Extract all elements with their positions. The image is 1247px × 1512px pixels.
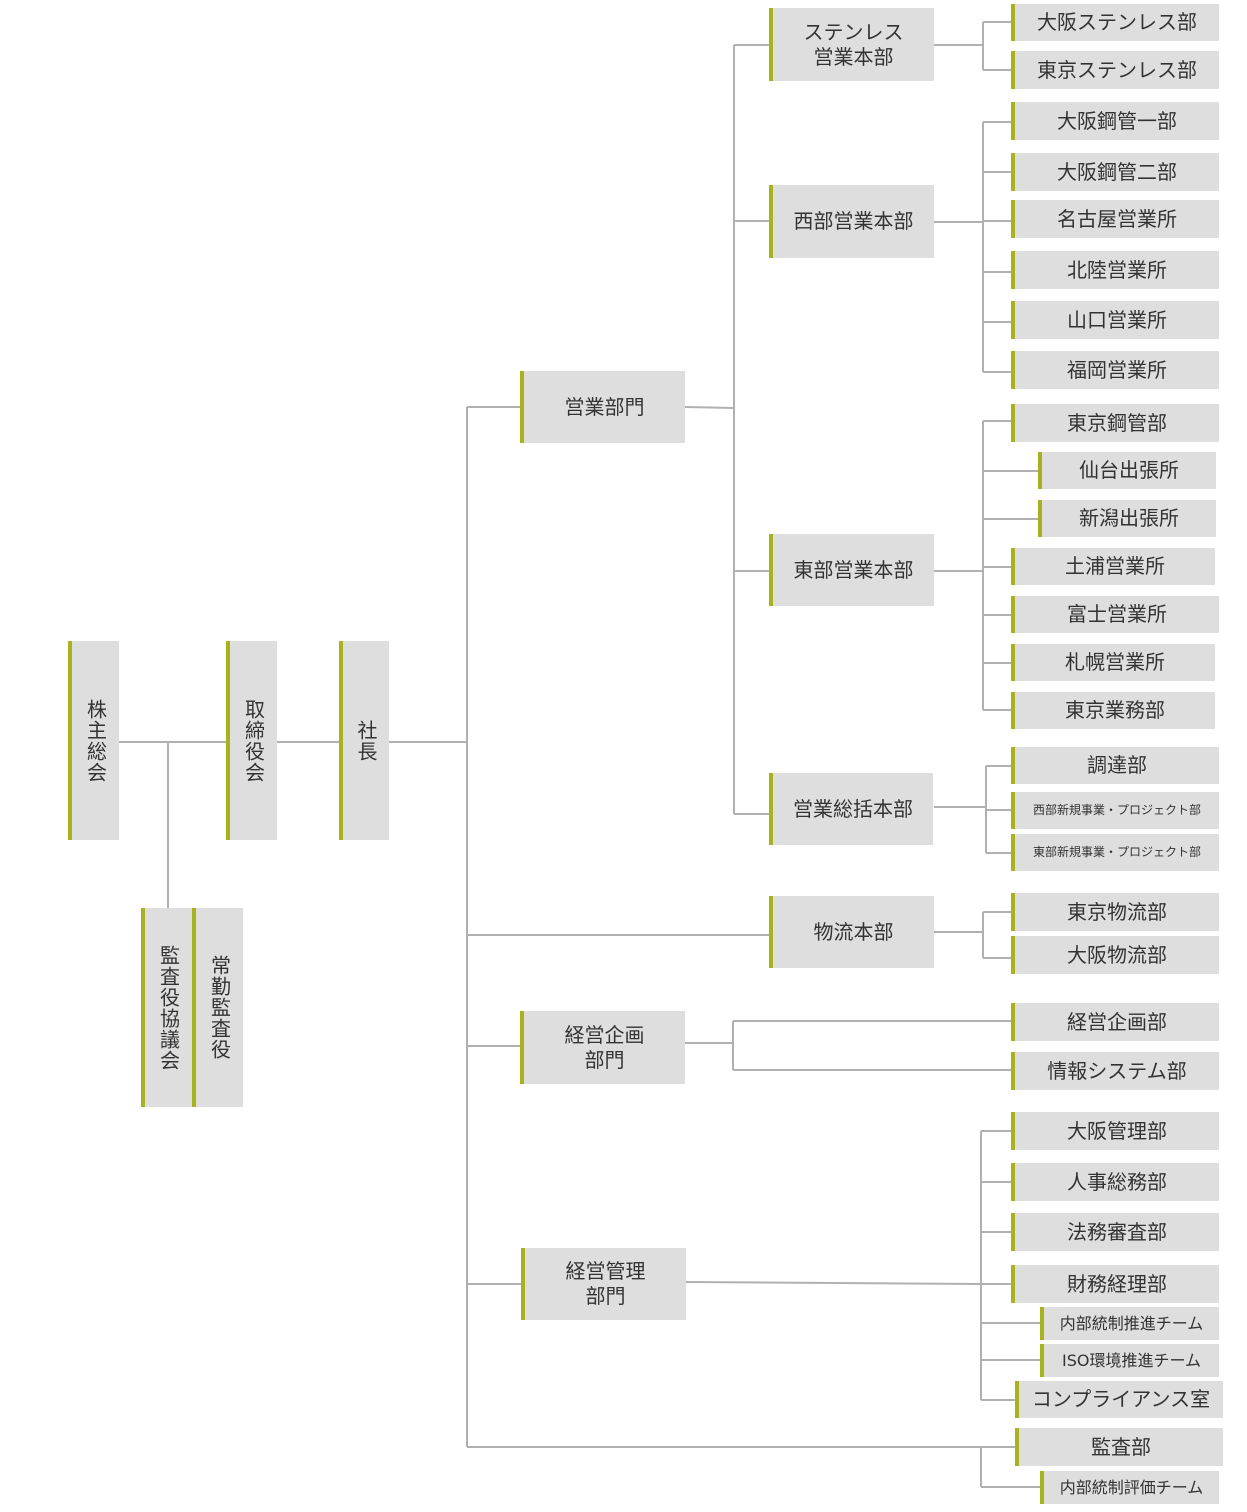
osaka-pipe1-dept: 大阪鋼管一部 [1011,102,1219,140]
iso-label: ISO環境推進チーム [1062,1350,1201,1370]
auditors-council-label: 監査役協議会 [156,944,181,1071]
board-of-directors-box: 取締役会 [226,641,277,840]
board-of-directors-label: 取締役会 [241,698,266,783]
osaka-stainless-dept: 大阪ステンレス部 [1011,4,1219,41]
internal-eval-team: 内部統制評価チーム [1040,1471,1219,1504]
audit-label: 監査部 [1091,1434,1151,1459]
tsuchiura-office: 土浦営業所 [1011,548,1215,585]
standing-auditor-label: 常勤監査役 [207,955,232,1060]
niigata-label: 新潟出張所 [1079,506,1179,530]
planning-dept: 経営企画部 [1011,1003,1219,1041]
osaka-admin-label: 大阪管理部 [1067,1118,1167,1143]
east-hq-box: 東部営業本部 [769,534,934,606]
compliance-label: コンプライアンス室 [1031,1387,1211,1411]
finance-label: 財務経理部 [1067,1271,1167,1296]
tokyo-pipe-label: 東京鋼管部 [1067,410,1167,435]
hokuriku-label: 北陸営業所 [1067,257,1167,282]
shareholders-meeting-box: 株主総会 [68,641,119,840]
internal-control-team: 内部統制推進チーム [1040,1307,1219,1340]
audit-dept: 監査部 [1015,1428,1223,1466]
general-hq-box: 営業総括本部 [769,773,933,845]
niigata-branch: 新潟出張所 [1038,500,1216,537]
tokyo-pipe-dept: 東京鋼管部 [1011,404,1219,442]
legal-label: 法務審査部 [1067,1219,1167,1244]
osaka-pipe2-dept: 大阪鋼管二部 [1011,153,1219,191]
osaka-pipe1-label: 大阪鋼管一部 [1057,108,1177,133]
connector-sales-hq-stub [684,406,735,409]
west-hq-box: 西部営業本部 [769,185,934,258]
shareholders-meeting-label: 株主総会 [83,698,108,783]
yamaguchi-label: 山口営業所 [1067,307,1167,332]
fuji-office: 富士営業所 [1011,596,1219,633]
west-project-label: 西部新規事業・プロジェクト部 [1032,803,1201,817]
osaka-logistics-dept: 大阪物流部 [1011,936,1219,974]
connector-management-stub [685,1281,982,1285]
sales-division-label: 営業部門 [564,394,645,419]
osaka-admin-dept: 大阪管理部 [1011,1112,1219,1150]
tokyo-logistics-label: 東京物流部 [1067,899,1167,924]
connector-group [118,21,1041,1488]
osaka-logistics-label: 大阪物流部 [1067,942,1167,967]
internal-eval-label: 内部統制評価チーム [1059,1477,1204,1497]
tokyo-logistics-dept: 東京物流部 [1011,893,1219,931]
standing-auditor-box: 常勤監査役 [192,908,243,1107]
internal-control-label: 内部統制推進チーム [1059,1313,1204,1333]
fukuoka-office: 福岡営業所 [1011,351,1219,389]
president-label: 社長 [354,719,378,762]
hr-general-label: 人事総務部 [1067,1169,1167,1194]
sales-division-box: 営業部門 [520,371,685,443]
fukuoka-label: 福岡営業所 [1067,357,1167,382]
tsuchiura-label: 土浦営業所 [1065,554,1165,578]
osaka-stainless-label: 大阪ステンレス部 [1037,10,1197,34]
hokuriku-office: 北陸営業所 [1011,251,1219,289]
auditors-council-box: 監査役協議会 [141,908,192,1107]
east-hq-label: 東部営業本部 [793,557,914,582]
west-project-dept: 西部新規事業・プロジェクト部 [1011,792,1219,829]
planning-dept-label: 経営企画部 [1067,1009,1167,1034]
general-hq-label: 営業総括本部 [793,796,913,821]
finance-dept: 財務経理部 [1011,1265,1219,1303]
west-hq-label: 西部営業本部 [793,209,914,233]
fuji-label: 富士営業所 [1067,602,1167,626]
nagoya-office: 名古屋営業所 [1011,200,1219,238]
info-systems-dept: 情報システム部 [1011,1052,1219,1090]
yamaguchi-office: 山口営業所 [1011,301,1219,339]
east-project-dept: 東部新規事業・プロジェクト部 [1011,834,1219,871]
logistics-hq-label: 物流本部 [813,919,894,944]
info-systems-label: 情報システム部 [1047,1058,1187,1083]
compliance-office: コンプライアンス室 [1015,1381,1223,1418]
osaka-pipe2-label: 大阪鋼管二部 [1057,159,1177,184]
sapporo-office: 札幌営業所 [1011,644,1215,681]
stainless-hq-box: ステンレス 営業本部 [769,8,934,81]
east-project-label: 東部新規事業・プロジェクト部 [1032,845,1201,859]
legal-dept: 法務審査部 [1011,1213,1219,1251]
management-division-label: 経営管理 部門 [565,1259,646,1308]
iso-team: ISO環境推進チーム [1040,1344,1219,1377]
tokyo-business-dept: 東京業務部 [1011,692,1215,729]
logistics-hq-box: 物流本部 [769,896,934,968]
planning-division-box: 経営企画 部門 [520,1011,685,1084]
nagoya-label: 名古屋営業所 [1057,206,1177,231]
sendai-branch: 仙台出張所 [1038,452,1216,489]
hr-general-dept: 人事総務部 [1011,1163,1219,1201]
planning-division-label: 経営企画 部門 [564,1022,645,1072]
procurement-dept: 調達部 [1011,747,1219,784]
management-division-box: 経営管理 部門 [521,1248,686,1320]
stainless-hq-label: ステンレス 営業本部 [803,19,904,69]
tokyo-business-label: 東京業務部 [1065,698,1165,722]
sapporo-label: 札幌営業所 [1065,650,1165,674]
sendai-label: 仙台出張所 [1079,458,1179,482]
president-box: 社長 [339,641,389,840]
procurement-label: 調達部 [1087,753,1147,777]
tokyo-stainless-label: 東京ステンレス部 [1037,57,1197,82]
tokyo-stainless-dept: 東京ステンレス部 [1011,51,1219,89]
